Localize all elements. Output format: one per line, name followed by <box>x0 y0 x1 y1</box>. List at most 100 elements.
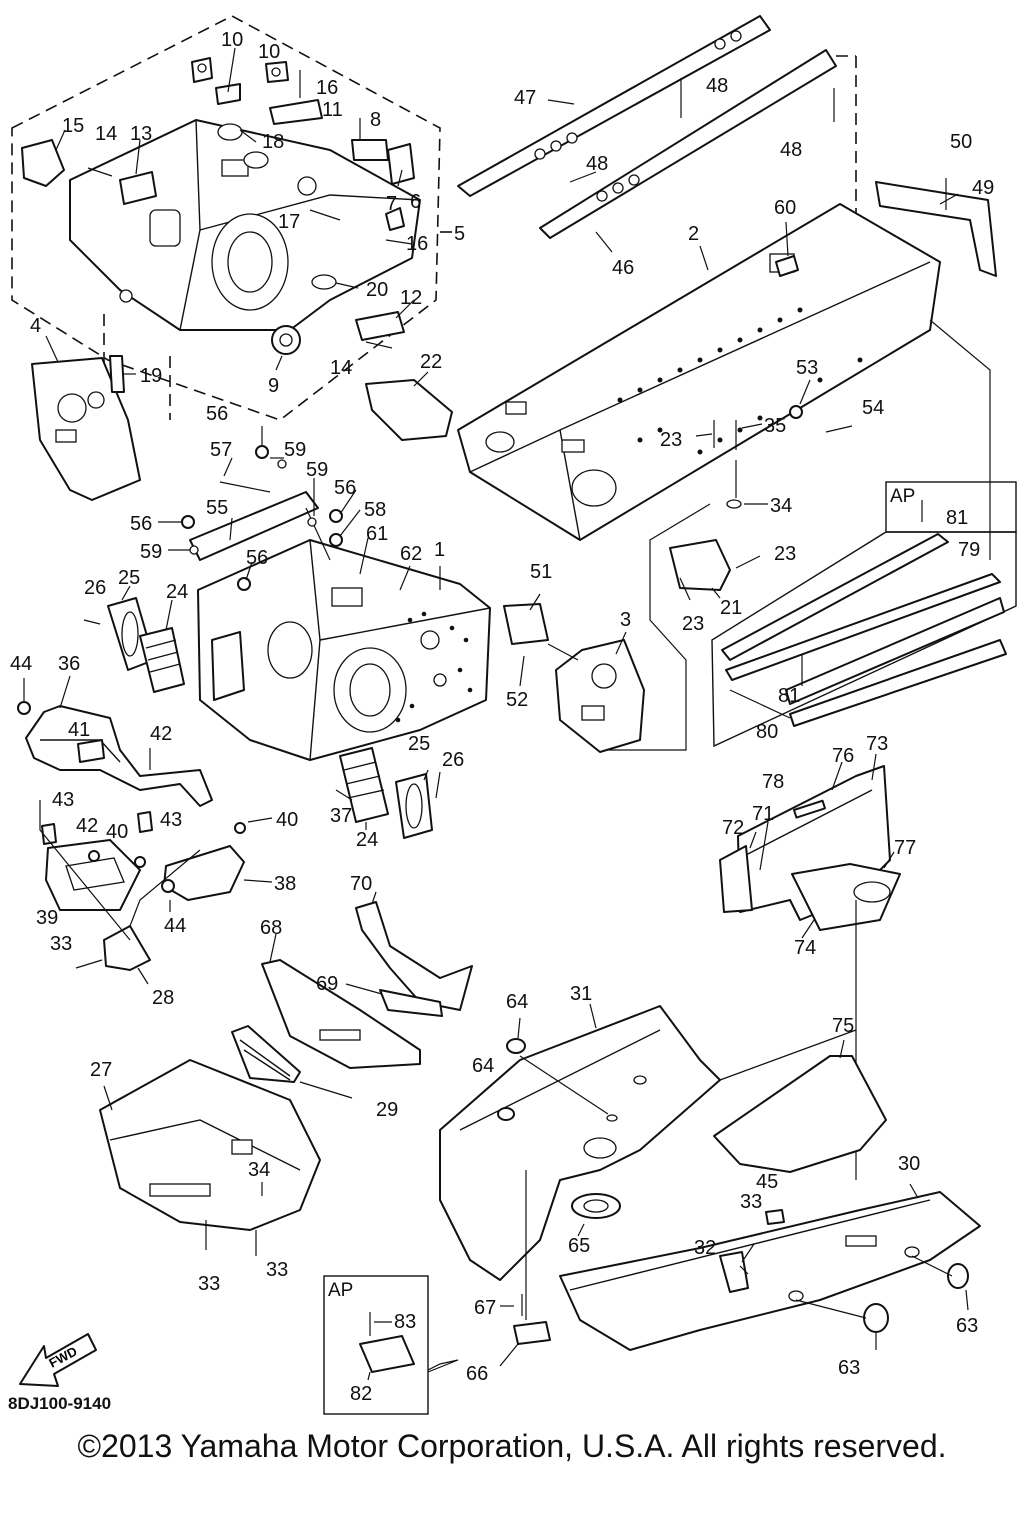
callout-54: 54 <box>862 397 884 419</box>
callout-33: 33 <box>50 933 72 955</box>
callout-25: 25 <box>118 567 140 589</box>
callout-33: 33 <box>740 1191 762 1213</box>
callout-42: 42 <box>76 815 98 837</box>
callout-9: 9 <box>268 375 279 397</box>
callout-79: 79 <box>958 539 980 561</box>
callout-37: 37 <box>330 805 352 827</box>
callout-23: 23 <box>660 429 682 451</box>
callout-59: 59 <box>284 439 306 461</box>
copyright-notice: ©2013 Yamaha Motor Corporation, U.S.A. A… <box>77 1428 947 1464</box>
callout-34: 34 <box>248 1159 270 1181</box>
front-bumper-36 <box>17 675 213 845</box>
callout-75: 75 <box>832 1015 854 1037</box>
callout-43: 43 <box>52 789 74 811</box>
callout-48: 48 <box>706 75 728 97</box>
callout-49: 49 <box>972 177 994 199</box>
callout-40: 40 <box>276 809 298 831</box>
callout-11: 11 <box>322 99 343 121</box>
callout-10: 10 <box>258 41 280 63</box>
callout-62: 62 <box>400 543 422 565</box>
callout-41: 41 <box>68 719 90 741</box>
right-bracket-3 <box>503 593 645 753</box>
callout-77: 77 <box>894 837 916 859</box>
callout-16: 16 <box>406 233 428 255</box>
callout-4: 4 <box>30 315 41 337</box>
callout-82: 82 <box>350 1383 372 1405</box>
callout-22: 22 <box>420 351 442 373</box>
callout-42: 42 <box>150 723 172 745</box>
callout-46: 46 <box>612 257 634 279</box>
callout-53: 53 <box>796 357 818 379</box>
callout-56: 56 <box>206 403 228 425</box>
callout-63: 63 <box>956 1315 978 1337</box>
upper-rails-group <box>457 15 997 330</box>
callout-38: 38 <box>274 873 296 895</box>
panels-68-69-70 <box>261 891 473 1069</box>
callout-78: 78 <box>762 771 784 793</box>
ap-runner-box <box>711 481 1017 748</box>
callout-68: 68 <box>260 917 282 939</box>
callout-74: 74 <box>794 937 816 959</box>
callout-71: 71 <box>752 803 774 825</box>
boot-set-left <box>83 585 185 693</box>
callout-67: 67 <box>474 1297 496 1319</box>
callout-60: 60 <box>774 197 796 219</box>
side-vent-29 <box>231 1025 353 1099</box>
callout-73: 73 <box>866 733 888 755</box>
callout-15: 15 <box>62 115 84 137</box>
callout-14: 14 <box>95 123 117 145</box>
callout-43: 43 <box>160 809 182 831</box>
callout-34: 34 <box>770 495 792 517</box>
callout-32: 32 <box>694 1237 716 1259</box>
callout-5: 5 <box>454 223 465 245</box>
center-panel-31 <box>439 1003 857 1320</box>
callout-18: 18 <box>262 131 284 153</box>
callout-72: 72 <box>722 817 744 839</box>
callout-8: 8 <box>370 109 381 131</box>
callout-81: 81 <box>946 507 968 529</box>
tunnel-frame-2 <box>457 203 991 560</box>
callout-47: 47 <box>514 87 536 109</box>
callout-26: 26 <box>442 749 464 771</box>
callout-44: 44 <box>164 915 186 937</box>
callout-23: 23 <box>682 613 704 635</box>
callout-1: 1 <box>434 539 445 561</box>
fwd-arrow-icon <box>19 1333 97 1387</box>
callout-48: 48 <box>586 153 608 175</box>
callout-23: 23 <box>774 543 796 565</box>
tunnel-holes <box>617 307 863 455</box>
callout-10: 10 <box>221 29 243 51</box>
rear-side-panel-30 <box>559 1183 981 1351</box>
callout-33: 33 <box>198 1273 220 1295</box>
callout-2: 2 <box>688 223 699 245</box>
callout-7: 7 <box>386 193 397 215</box>
callout-19: 19 <box>140 365 162 387</box>
callout-13: 13 <box>130 123 152 145</box>
callout-21: 21 <box>720 597 742 619</box>
callout-45: 45 <box>756 1171 778 1193</box>
callout-35: 35 <box>764 415 786 437</box>
callout-65: 65 <box>568 1235 590 1257</box>
callout-24: 24 <box>166 581 188 603</box>
callout-30: 30 <box>898 1153 920 1175</box>
callout-70: 70 <box>350 873 372 895</box>
callout-31: 31 <box>570 983 592 1005</box>
callout-63: 63 <box>838 1357 860 1379</box>
callout-20: 20 <box>366 279 388 301</box>
callout-58: 58 <box>364 499 386 521</box>
ap-label: AP <box>328 1280 353 1301</box>
clips-32-33-45 <box>719 1209 785 1293</box>
panel-75 <box>713 1039 887 1173</box>
callout-14: 14 <box>330 357 352 379</box>
callout-64: 64 <box>506 991 528 1013</box>
ap-label: AP <box>890 486 915 507</box>
callout-17: 17 <box>278 211 300 233</box>
callout-59: 59 <box>140 541 162 563</box>
callout-40: 40 <box>106 821 128 843</box>
callout-25: 25 <box>408 733 430 755</box>
foot-brackets-38-39 <box>39 800 273 985</box>
callout-56: 56 <box>334 477 356 499</box>
callout-59: 59 <box>306 459 328 481</box>
callout-80: 80 <box>756 721 778 743</box>
callout-56: 56 <box>246 547 268 569</box>
